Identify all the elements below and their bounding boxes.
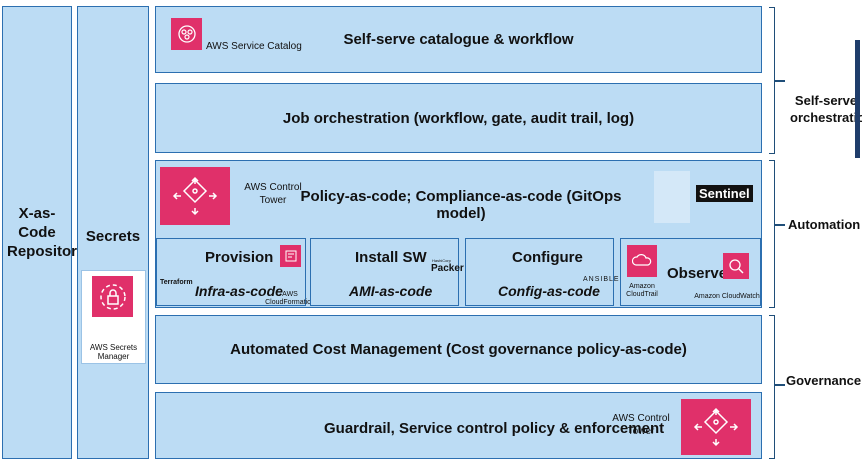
catalogue-row: AWS Service Catalog Self-serve catalogue…	[155, 6, 762, 73]
cloudformation-label: AWS CloudFormation	[265, 291, 315, 306]
governance-tick	[775, 384, 785, 386]
secrets-manager-icon	[92, 276, 133, 317]
cloudtrail-label: Amazon CloudTrail	[626, 283, 658, 298]
ansible-logo: ANSIBLE	[583, 276, 620, 283]
automation-tick	[775, 224, 785, 226]
guardrail-row: Guardrail, Service control policy & enfo…	[155, 392, 762, 459]
secrets-column: Secrets AWS Secrets Manager	[77, 6, 149, 459]
install-box: Install SW AMI-as-code HashiCorp Packer	[310, 238, 464, 306]
repository-label: X-as-Code Repository	[7, 205, 86, 260]
cost-row: Automated Cost Management (Cost governan…	[155, 315, 762, 384]
observe-title: Observe	[667, 265, 728, 282]
terraform-logo: Terraform	[160, 279, 193, 286]
policy-faded-block	[654, 171, 690, 223]
guardrail-control-tower-label: AWS Control Tower	[612, 413, 670, 437]
secrets-manager-label: AWS Secrets Manager	[89, 343, 138, 361]
secrets-manager-card: AWS Secrets Manager	[81, 270, 146, 364]
policy-title: Policy-as-code; Compliance-as-code (GitO…	[300, 188, 622, 222]
guardrail-control-tower-icon	[681, 399, 751, 455]
governance-side-label: Governance	[786, 373, 862, 388]
configure-box: Configure Config-as-code ANSIBLE	[465, 238, 619, 306]
cloudformation-icon	[280, 245, 301, 267]
sentinel-badge: Sentinel	[696, 185, 753, 202]
cloudwatch-label: Amazon CloudWatch	[694, 293, 760, 300]
orchestration-row: Job orchestration (workflow, gate, audit…	[155, 83, 762, 153]
control-tower-icon	[160, 167, 230, 225]
orchestration-title: Job orchestration (workflow, gate, audit…	[282, 109, 635, 127]
service-catalog-label: AWS Service Catalog	[206, 41, 302, 52]
governance-bracket	[769, 315, 775, 459]
secrets-label: Secrets	[85, 228, 141, 245]
configure-title: Configure	[512, 249, 583, 266]
provision-box: Provision Infra-as-code Terraform AWS Cl…	[156, 238, 315, 306]
repository-column: X-as-Code Repository	[2, 6, 86, 459]
install-subtitle: AMI-as-code	[349, 283, 433, 299]
cloudwatch-icon	[723, 253, 749, 279]
catalogue-title: Self-serve catalogue & workflow	[343, 31, 574, 48]
guardrail-title: Guardrail, Service control policy & enfo…	[324, 420, 665, 437]
cost-title: Automated Cost Management (Cost governan…	[230, 341, 687, 358]
orchestration-side-label: Self-serve orchestration	[790, 93, 862, 125]
packer-logo: Packer	[431, 263, 464, 274]
automation-side-label: Automation	[788, 217, 861, 232]
orchestration-tick	[775, 80, 785, 82]
cloudtrail-icon	[627, 245, 657, 277]
provision-subtitle: Infra-as-code	[195, 283, 283, 299]
orchestration-bracket	[769, 7, 775, 154]
observe-box: Amazon CloudTrail Observe Amazon CloudWa…	[620, 238, 761, 306]
service-catalog-icon	[171, 18, 202, 50]
hashicorp-label: HashiCorp	[432, 258, 451, 263]
automation-bracket	[769, 160, 775, 308]
policy-control-tower-label: AWS Control Tower	[244, 182, 302, 206]
install-title: Install SW	[355, 249, 427, 266]
right-edge-bar	[855, 40, 860, 158]
configure-subtitle: Config-as-code	[498, 283, 600, 299]
provision-title: Provision	[205, 249, 274, 266]
